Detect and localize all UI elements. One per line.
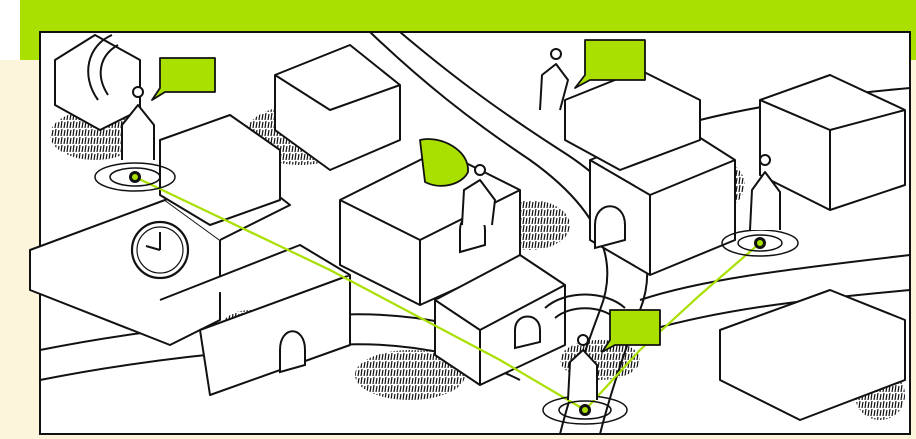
speech-bubble-top-center [575,40,645,88]
speech-bubble-bottom [602,310,660,352]
clock-icon [132,222,188,278]
